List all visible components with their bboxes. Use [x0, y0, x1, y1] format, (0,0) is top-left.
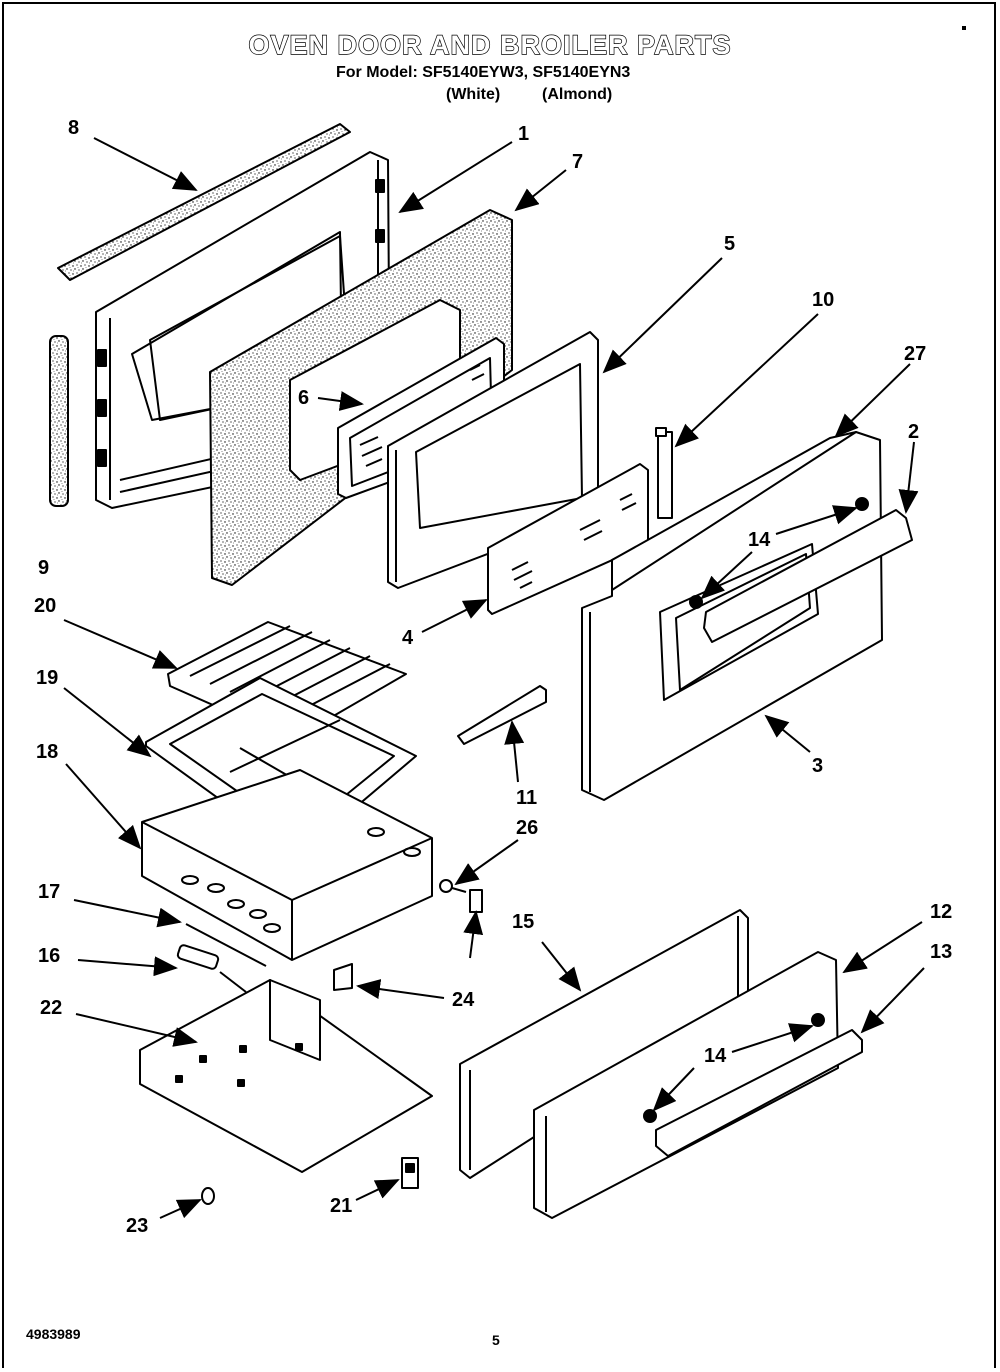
leader-16	[77, 956, 178, 977]
part-22-support-plate	[139, 979, 433, 1173]
leader-24b	[356, 979, 445, 999]
leader-11	[504, 720, 525, 783]
leader-22	[75, 1013, 198, 1047]
part-21-latch	[401, 1157, 419, 1189]
callout-1: 1	[518, 123, 530, 145]
leader-23	[159, 1199, 202, 1219]
callout-27: 27	[904, 343, 927, 365]
page-number: 5	[492, 1332, 500, 1348]
leader-15	[541, 941, 582, 992]
part-24-clip-lower	[333, 963, 353, 991]
leader-4	[421, 599, 488, 633]
callout-14-door: 14	[748, 529, 771, 551]
callout-22: 22	[40, 997, 63, 1019]
callout-7: 7	[572, 151, 584, 173]
color-almond-label: (Almond)	[542, 86, 613, 103]
leader-18	[65, 763, 142, 850]
leader-19	[63, 687, 152, 758]
leader-21	[355, 1179, 400, 1201]
leader-14a-2	[700, 551, 753, 600]
callout-4: 4	[402, 627, 414, 649]
leader-14b-1	[731, 1023, 814, 1053]
leader-13	[860, 967, 925, 1034]
leader-3	[764, 714, 811, 753]
part-13-drawer-handle	[655, 1029, 863, 1157]
callout-12: 12	[930, 901, 953, 923]
leader-24a	[463, 910, 484, 959]
leader-14a-1	[775, 505, 858, 535]
part-8-gasket-strip	[57, 123, 351, 281]
part-12-drawer-front	[533, 951, 839, 1219]
callout-9: 9	[38, 557, 50, 579]
leader-20	[63, 619, 178, 669]
callout-2: 2	[908, 421, 920, 443]
callout-24: 24	[452, 989, 475, 1011]
part-24-clip-upper	[469, 889, 483, 913]
callout-17: 17	[38, 881, 61, 903]
callout-5: 5	[724, 233, 736, 255]
part-23-bumper	[201, 1187, 215, 1205]
leader-26	[454, 839, 519, 886]
part-6-inner-window	[337, 337, 505, 499]
callout-11: 11	[516, 787, 538, 809]
corner-mark	[962, 26, 966, 30]
leader-12	[842, 921, 923, 974]
callout-21: 21	[330, 1195, 353, 1217]
callout-23: 23	[126, 1215, 149, 1237]
part-10-bracket	[655, 427, 673, 519]
callout-3: 3	[812, 755, 824, 777]
color-white-label: (White)	[446, 86, 501, 103]
leader-2	[898, 441, 919, 514]
callout-6: 6	[298, 387, 310, 409]
callout-8: 8	[68, 117, 80, 139]
part-14-screws-drawer	[643, 1013, 825, 1123]
leader-7	[514, 169, 567, 212]
leader-17	[73, 899, 182, 928]
part-16-spring	[176, 944, 247, 993]
callout-13: 13	[930, 941, 953, 963]
callout-18: 18	[36, 741, 59, 763]
part-14-screws-door	[689, 497, 869, 609]
model-line: For Model: SF5140EYW3, SF5140EYN3	[336, 64, 631, 81]
callout-20: 20	[34, 595, 57, 617]
callout-26: 26	[516, 817, 539, 839]
part-26-screw	[439, 879, 467, 893]
part-2-door-handle	[703, 509, 913, 643]
part-18-broiler-box	[141, 769, 433, 961]
callout-19: 19	[36, 667, 59, 689]
leader-10	[674, 313, 819, 448]
leader-14b-2	[652, 1067, 695, 1112]
document-number: 4983989	[26, 1326, 81, 1342]
part-9-side-gasket	[49, 335, 69, 507]
leader-1	[398, 141, 513, 214]
callout-10: 10	[812, 289, 835, 311]
leader-27	[834, 363, 911, 438]
page-title: OVEN DOOR AND BROILER PARTS	[248, 29, 732, 60]
callout-15: 15	[512, 911, 535, 933]
leader-8	[93, 137, 198, 191]
leader-6	[317, 391, 364, 411]
leader-5	[602, 257, 723, 374]
callout-16: 16	[38, 945, 61, 967]
callout-14-drawer: 14	[704, 1045, 727, 1067]
part-11-hinge-bracket	[457, 685, 547, 745]
part-17-rod	[185, 923, 267, 967]
